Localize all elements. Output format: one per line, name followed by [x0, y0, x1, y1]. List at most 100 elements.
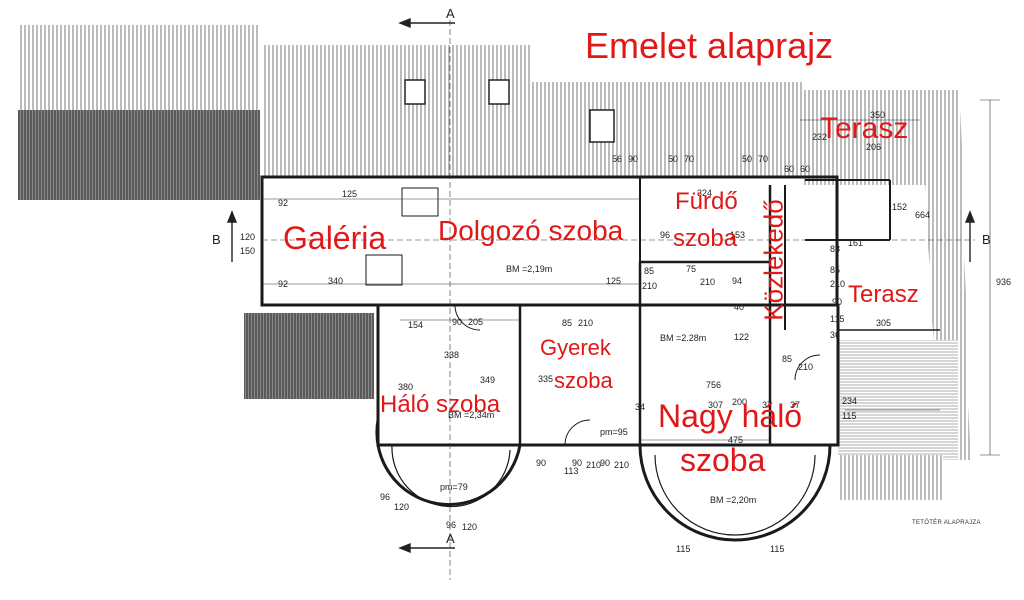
dim-label: 324	[697, 188, 712, 198]
dim-label: 122	[734, 332, 749, 342]
dim-label: 349	[480, 375, 495, 385]
dim-label: 90	[572, 458, 582, 468]
dim-label: 90	[628, 154, 638, 164]
dim-label: 92	[278, 198, 288, 208]
dim-label: 120	[462, 522, 477, 532]
dim-label: 210	[642, 281, 657, 291]
height-middle: BM =2.28m	[660, 333, 706, 343]
dim-label: 85	[782, 354, 792, 364]
dim-label: 210	[700, 277, 715, 287]
dim-label: 150	[240, 246, 255, 256]
dim-label: 60	[784, 164, 794, 174]
dim-label: 50	[668, 154, 678, 164]
dim-label: 34	[635, 402, 645, 412]
dim-label: 338	[444, 350, 459, 360]
dim-label: 125	[606, 276, 621, 286]
dim-label: 115	[830, 314, 844, 324]
dim-label: 475	[728, 435, 743, 445]
dim-label: 96	[660, 230, 670, 240]
dim-label: 340	[328, 276, 343, 286]
dim-label: 664	[915, 210, 930, 220]
dim-label: 115	[676, 544, 690, 554]
section-arrows	[226, 17, 976, 554]
section-mark-a-bottom: A	[446, 531, 455, 546]
height-dolgozo: BM =2,19m	[506, 264, 552, 274]
dim-label: 94	[732, 276, 742, 286]
dim-label: 70	[758, 154, 768, 164]
dimension-labels: 350 232 206 152 664 936 125 92 92 120 15…	[240, 110, 1011, 554]
dim-label: 90	[600, 458, 610, 468]
room-label-nagy-1: Nagy háló	[658, 398, 803, 434]
dimension-lines	[262, 20, 1000, 580]
room-label-terasz-right: Terasz	[848, 281, 919, 308]
dim-label: 96	[446, 520, 456, 530]
dim-label: 350	[870, 110, 885, 120]
dim-label: 125	[342, 189, 357, 199]
room-label-nagy-2: szoba	[680, 442, 766, 478]
dim-label: 210	[578, 318, 593, 328]
page-title: Emelet alaprajz	[585, 25, 834, 66]
dim-label: 37	[762, 400, 772, 410]
room-label-gyerek-2: szoba	[554, 368, 613, 393]
room-label-dolgozo: Dolgozó szoba	[438, 215, 624, 246]
dim-label: 88	[830, 244, 840, 254]
dim-label: 153	[730, 230, 745, 240]
height-labels: BM =2,19m BM =2.28m BM =2,34m BM =2,20m …	[440, 264, 756, 505]
dim-label: 120	[394, 502, 409, 512]
dim-label: 756	[706, 380, 721, 390]
height-nagy: BM =2,20m	[710, 495, 756, 505]
dim-label: 152	[892, 202, 907, 212]
dim-label: 154	[408, 320, 423, 330]
dim-label: 37	[790, 400, 800, 410]
dim-label: 50	[742, 154, 752, 164]
dim-label: 60	[800, 164, 810, 174]
pm-mid: pm=95	[600, 427, 628, 437]
dim-label: 206	[866, 142, 881, 152]
dim-label: 115	[842, 411, 856, 421]
dim-label: 210	[614, 460, 629, 470]
section-mark-a-top: A	[446, 6, 455, 21]
room-label-furdo-1: Fürdő	[675, 188, 738, 215]
pm-halo: pm=79	[440, 482, 468, 492]
section-mark-b-left: B	[212, 232, 221, 247]
dim-label: 115	[770, 544, 784, 554]
dim-label: 210	[798, 362, 813, 372]
dim-label: 85	[562, 318, 572, 328]
dim-label: 70	[684, 154, 694, 164]
room-label-galeria: Galéria	[283, 220, 387, 256]
height-halo: BM =2,34m	[448, 410, 494, 420]
dim-label: 56	[612, 154, 622, 164]
roof-surfaces	[18, 25, 970, 500]
dim-label: 90	[536, 458, 546, 468]
section-mark-b-right: B	[982, 232, 991, 247]
dim-label: 205	[468, 317, 483, 327]
room-label-halo: Háló szoba	[380, 391, 501, 418]
drawing-caption: TETŐTÉR ALAPRAJZA	[912, 520, 981, 526]
dim-label: 210	[830, 279, 845, 289]
room-label-gyerek-1: Gyerek	[540, 335, 611, 360]
dim-label: 96	[380, 492, 390, 502]
dim-label: 234	[842, 396, 857, 406]
dim-label: 40	[734, 302, 744, 312]
dim-label: 210	[586, 460, 601, 470]
dim-label: 936	[996, 277, 1011, 287]
dim-label: 85	[830, 265, 840, 275]
room-label-kozlekedo: Közlekedő	[758, 199, 789, 321]
dim-label: 85	[644, 266, 654, 276]
dim-label: 307	[708, 400, 723, 410]
dim-label: 113	[564, 466, 578, 476]
dim-label: 161	[848, 238, 863, 248]
dim-label: 90	[452, 317, 462, 327]
dim-label: 335	[538, 374, 553, 384]
dim-label: 75	[686, 264, 696, 274]
dim-label: 36	[830, 330, 840, 340]
room-label-furdo-2: szoba	[673, 225, 738, 252]
dim-label: 232	[812, 132, 827, 142]
room-label-terasz-top: Terasz	[820, 112, 909, 145]
dim-label: 120	[240, 232, 255, 242]
dim-label: 380	[398, 382, 413, 392]
dim-label: 200	[732, 397, 747, 407]
dim-label: 90	[832, 297, 842, 307]
dim-label: 92	[278, 279, 288, 289]
